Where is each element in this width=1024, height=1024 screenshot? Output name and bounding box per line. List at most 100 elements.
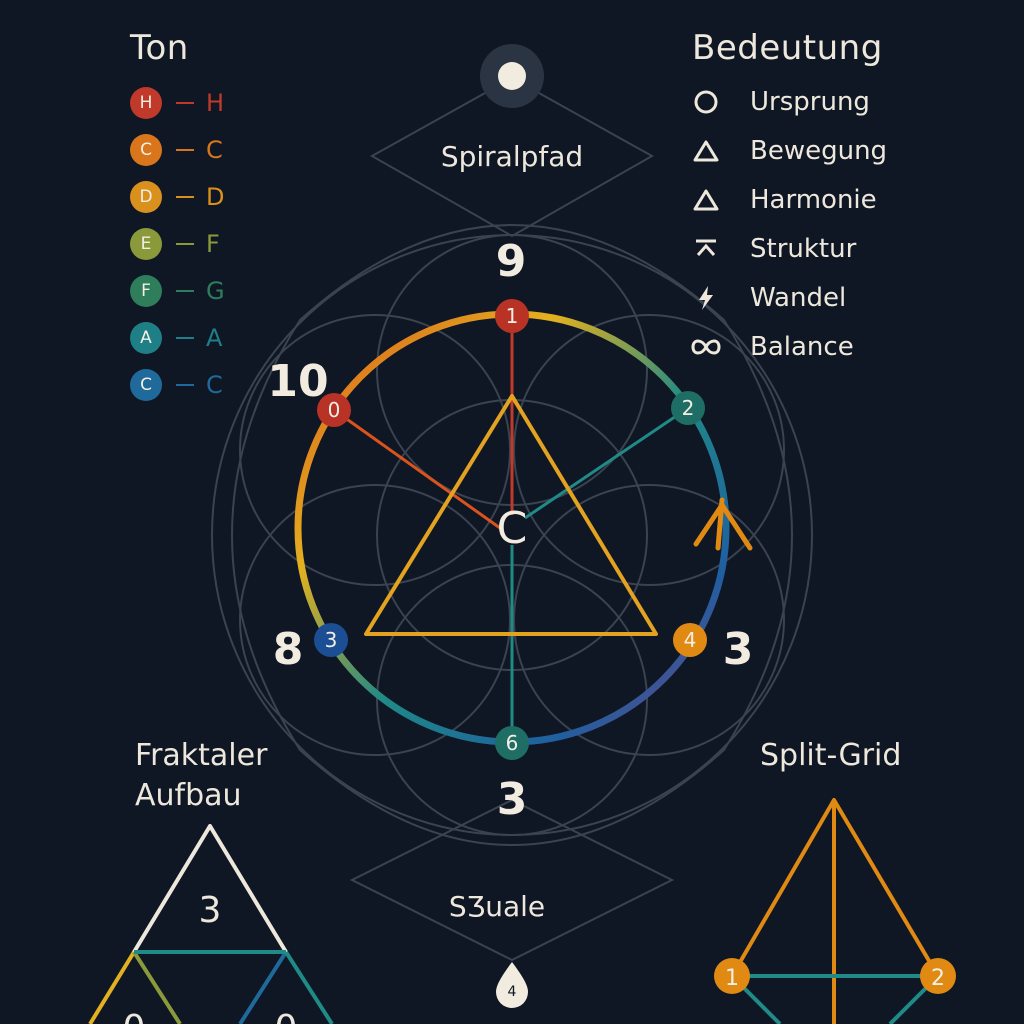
bedeutung-legend-item: Struktur <box>690 231 856 267</box>
bedeutung-legend-item: Balance <box>690 329 854 365</box>
ton-note: G <box>206 277 225 305</box>
outer-number-right-lower: 3 <box>723 624 754 675</box>
ton-dash <box>176 290 194 292</box>
split-grid-node-left <box>714 958 750 994</box>
ton-badge: H <box>130 87 162 119</box>
ring-node <box>671 391 705 425</box>
bottom-diamond <box>349 798 675 962</box>
ton-note: H <box>206 89 225 117</box>
infinity-icon <box>690 331 722 363</box>
ring-node-label: 6 <box>506 731 519 755</box>
circle-icon <box>690 86 722 118</box>
ton-dash <box>176 149 194 151</box>
drop-icon <box>496 962 528 1008</box>
bedeutung-legend-item: Harmonie <box>690 182 877 218</box>
bedeutung-label: Bewegung <box>750 136 888 166</box>
ton-note: C <box>206 136 223 164</box>
ton-dash <box>176 337 194 339</box>
inner-triangle <box>364 394 658 636</box>
ton-legend-title: Ton <box>130 28 189 68</box>
split-grid-node-right <box>920 958 956 994</box>
ton-badge: A <box>130 322 162 354</box>
center-label: C <box>497 503 528 554</box>
ton-badge: C <box>130 134 162 166</box>
ton-note: C <box>206 371 223 399</box>
grid-circle <box>513 484 785 756</box>
bedeutung-legend-item: Bewegung <box>690 133 887 169</box>
fractal-mid-edge <box>132 950 182 1024</box>
top-node-inner <box>498 62 526 90</box>
grid-circle <box>239 484 511 756</box>
ton-dash <box>176 196 194 198</box>
bedeutung-label: Struktur <box>750 234 857 264</box>
ton-dash <box>176 243 194 245</box>
ring-node-label: 1 <box>506 304 519 328</box>
fractal-title: Fraktaler Aufbau <box>135 736 267 816</box>
split-grid-node-right-label: 2 <box>931 966 945 991</box>
bedeutung-legend-title: Bedeutung <box>692 28 883 68</box>
ton-note: A <box>206 324 223 352</box>
ton-dash <box>176 102 194 104</box>
bedeutung-label: Ursprung <box>750 87 870 117</box>
top-diamond <box>369 76 655 238</box>
direction-arrow-icon <box>693 497 753 551</box>
spoke <box>333 408 501 530</box>
drop-mark: 4 <box>508 984 517 1000</box>
spokes <box>333 316 689 742</box>
ring-node <box>495 726 529 760</box>
ton-badge: C <box>130 369 162 401</box>
outer-number-left: 10 <box>267 356 328 407</box>
bottom-center-label: SƷuale <box>449 890 545 923</box>
bedeutung-legend-item: Wandel <box>690 280 846 316</box>
ton-note: D <box>206 183 225 211</box>
fractal-right-edge <box>284 950 334 1024</box>
grid-outline <box>231 224 793 846</box>
ring-node-label: 2 <box>682 396 695 420</box>
fractal-title-line1: Fraktaler <box>135 738 268 773</box>
background-grid <box>211 76 813 962</box>
bedeutung-label: Balance <box>750 332 854 362</box>
ring-node-label: 3 <box>325 628 338 652</box>
lightning-icon <box>690 282 722 314</box>
ton-note: F <box>206 230 220 258</box>
split-grid-shape <box>730 798 940 1024</box>
fractal-top-number: 3 <box>199 890 222 931</box>
triangle-icon <box>690 184 722 216</box>
ring-node <box>317 393 351 427</box>
ton-dash <box>176 384 194 386</box>
spoke <box>524 406 689 520</box>
fractal-left-number: 0 <box>123 1008 146 1024</box>
ring-node-label: 4 <box>684 628 697 652</box>
fractal-triangle <box>88 824 334 1024</box>
grid-circle <box>513 314 785 586</box>
split-grid-node-left-label: 1 <box>725 966 739 991</box>
bedeutung-label: Wandel <box>750 283 847 313</box>
spiralpfad-label: Spiralpfad <box>441 140 583 173</box>
ton-badge: F <box>130 275 162 307</box>
fractal-title-line2: Aufbau <box>135 778 242 813</box>
ton-badge: D <box>130 181 162 213</box>
ring-node <box>314 623 348 657</box>
fractal-mid-edge <box>238 950 288 1024</box>
outer-number-top: 9 <box>496 236 527 287</box>
ton-badge: E <box>130 228 162 260</box>
fractal-left-edge <box>88 950 136 1024</box>
ring-node-label: 0 <box>328 398 341 422</box>
split-grid-title: Split-Grid <box>760 738 902 773</box>
grid-circle <box>239 314 511 586</box>
outer-number-left-lower: 8 <box>273 624 304 675</box>
triangle-icon <box>690 135 722 167</box>
bedeutung-label: Harmonie <box>750 185 877 215</box>
fractal-top-triangle <box>132 824 288 954</box>
ring-node <box>673 623 707 657</box>
nodes-layer: 1 0 2 3 4 6 <box>314 299 707 760</box>
fractal-right-number: 0 <box>275 1008 298 1024</box>
